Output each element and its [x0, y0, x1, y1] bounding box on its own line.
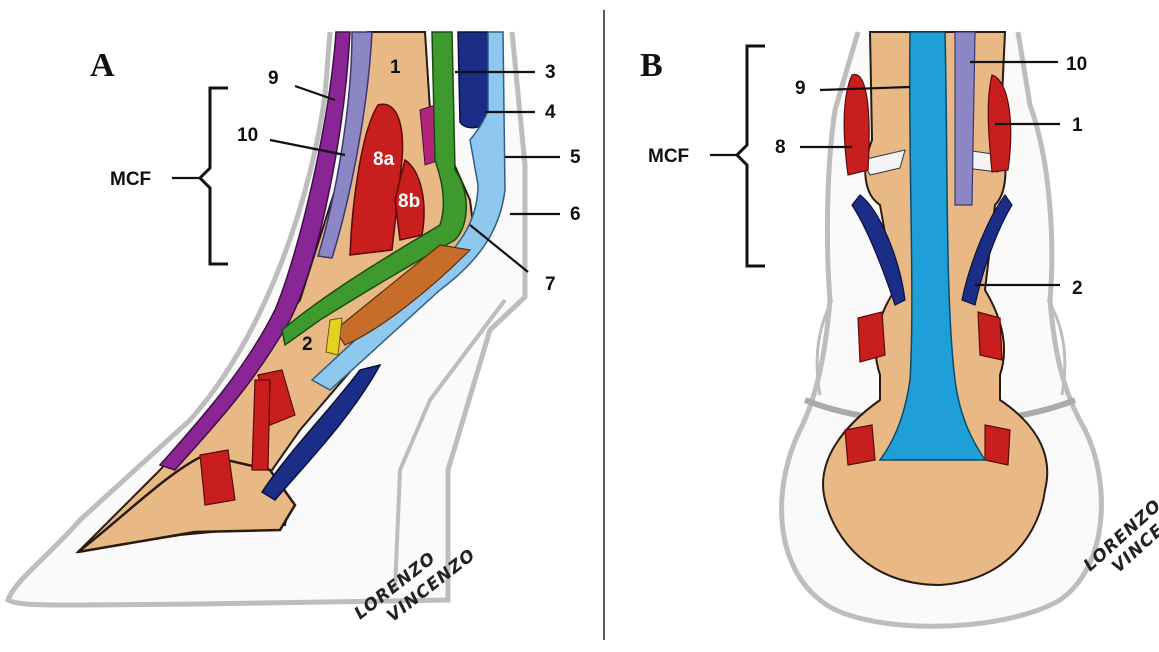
mcf-label-b: MCF — [648, 146, 689, 167]
label-2-b: 2 — [1072, 278, 1083, 299]
muscle-mid-left-b — [858, 312, 885, 362]
mcf-label-a: MCF — [110, 169, 151, 190]
label-8-b: 8 — [775, 137, 786, 158]
label-8a-a: 8a — [373, 149, 395, 170]
tendon-10-b — [955, 32, 975, 205]
label-1-b: 1 — [1072, 115, 1083, 136]
label-10-b: 10 — [1066, 54, 1087, 75]
label-6-a: 6 — [570, 204, 581, 225]
muscle-low-right-b — [985, 425, 1010, 465]
panel-b: B MCF 9 8 10 1 2 LORENZO VINCENZO — [640, 32, 1159, 626]
label-4-a: 4 — [545, 102, 556, 123]
label-5-a: 5 — [570, 147, 581, 168]
muscle-lower-3-a — [200, 450, 235, 505]
muscle-low-left-b — [845, 425, 875, 465]
label-9-a: 9 — [268, 68, 279, 89]
label-8b-a: 8b — [398, 191, 420, 212]
mcf-bracket-b — [737, 46, 765, 266]
panel-letter-a: A — [90, 47, 115, 84]
tendon-4-navy — [458, 32, 488, 128]
label-3-a: 3 — [545, 62, 556, 83]
mcf-bracket-a — [200, 88, 228, 264]
panel-a: A MCF 9 10 1 3 4 5 6 7 8a 8b 2 LORENZO V… — [8, 32, 581, 641]
label-2-a: 2 — [302, 334, 313, 355]
muscle-mid-right-b — [978, 312, 1002, 360]
muscle-lower-2-a — [252, 380, 270, 470]
label-1-a: 1 — [390, 57, 401, 78]
label-7-a: 7 — [545, 274, 556, 295]
panel-letter-b: B — [640, 47, 663, 84]
label-9-b: 9 — [795, 78, 806, 99]
label-10-a: 10 — [237, 125, 258, 146]
